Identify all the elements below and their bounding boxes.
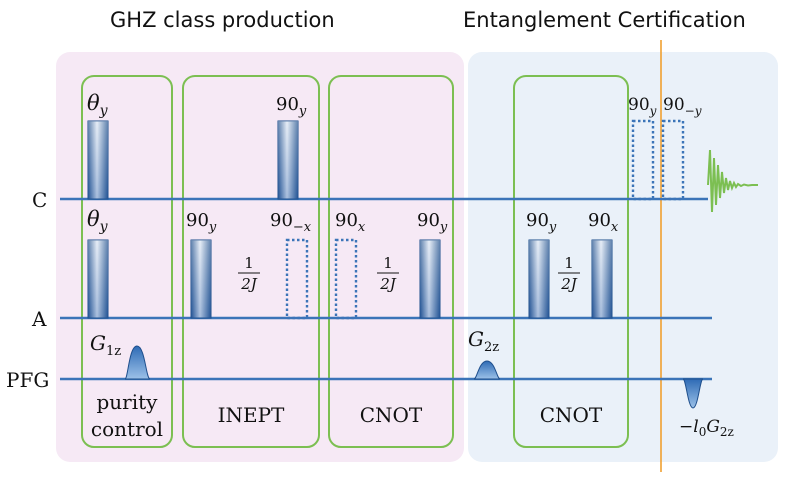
a-90x-label-2: 90x bbox=[588, 210, 619, 235]
purity-control-block bbox=[81, 75, 173, 448]
c-90y-label: 90y bbox=[276, 94, 307, 119]
delay-fraction-cnot2: 1 2J bbox=[558, 254, 580, 293]
a-theta-pulse bbox=[87, 239, 109, 319]
a-90y-label-2: 90y bbox=[417, 210, 448, 235]
gradient-g2z-label: G2z bbox=[468, 327, 499, 355]
channel-pfg-label: PFG bbox=[6, 368, 49, 392]
title-entanglement-certification: Entanglement Certification bbox=[463, 8, 746, 32]
c-90y-pulse bbox=[277, 120, 299, 200]
gradient-g1z-label: G1z bbox=[90, 331, 121, 359]
a-90x-pulse-2 bbox=[591, 239, 613, 319]
gradient-g2z bbox=[473, 360, 501, 380]
a-90x-label-1: 90x bbox=[335, 210, 366, 235]
a-90y-pulse-2 bbox=[419, 239, 441, 319]
channel-c-label: C bbox=[32, 188, 47, 212]
c-theta-label: θy bbox=[87, 91, 109, 119]
svg-text:2J: 2J bbox=[379, 275, 397, 293]
svg-text:1: 1 bbox=[244, 254, 254, 272]
delay-fraction-cnot1: 1 2J bbox=[377, 254, 399, 293]
gradient-g1z bbox=[124, 345, 151, 380]
certification-section-background bbox=[468, 52, 778, 462]
inept-block bbox=[182, 75, 320, 448]
title-ghz-production: GHZ class production bbox=[110, 8, 335, 32]
cnot-block-2 bbox=[513, 75, 629, 448]
svg-text:2J: 2J bbox=[240, 275, 258, 293]
a-90y-pulse-1 bbox=[190, 239, 212, 319]
cnot-label-1: CNOT bbox=[360, 403, 423, 427]
gradient-negative-l0-g2z-label: −l0G2z bbox=[679, 417, 734, 439]
a-90mx-pulse bbox=[285, 238, 309, 320]
cnot-block-1 bbox=[328, 75, 454, 448]
a-90y-label-3: 90y bbox=[526, 210, 557, 235]
svg-text:1: 1 bbox=[383, 254, 393, 272]
c-90y-readout-label: 90y bbox=[628, 95, 657, 118]
c-90my-readout-label: 90−y bbox=[663, 95, 702, 118]
inept-label: INEPT bbox=[218, 403, 285, 427]
cnot-label-2: CNOT bbox=[540, 403, 603, 427]
delay-fraction-inept: 1 2J bbox=[238, 254, 260, 293]
c-90my-readout-pulse bbox=[661, 119, 685, 201]
ghz-section-background bbox=[56, 52, 464, 462]
a-90x-pulse-1 bbox=[334, 238, 358, 320]
purity-label-line1: purity bbox=[97, 390, 159, 414]
c-90y-readout-pulse bbox=[631, 119, 655, 201]
gradient-negative-l0-g2z bbox=[682, 378, 704, 409]
svg-text:2J: 2J bbox=[560, 275, 578, 293]
purity-label-line2: control bbox=[91, 417, 163, 441]
a-90y-pulse-3 bbox=[528, 239, 550, 319]
fid-signal bbox=[707, 149, 758, 213]
c-theta-pulse bbox=[87, 120, 109, 200]
a-90mx-label: 90−x bbox=[270, 210, 312, 235]
channel-a-label: A bbox=[31, 307, 47, 331]
svg-text:1: 1 bbox=[564, 254, 574, 272]
a-theta-label: θy bbox=[87, 207, 109, 235]
a-90y-label-1: 90y bbox=[186, 210, 217, 235]
